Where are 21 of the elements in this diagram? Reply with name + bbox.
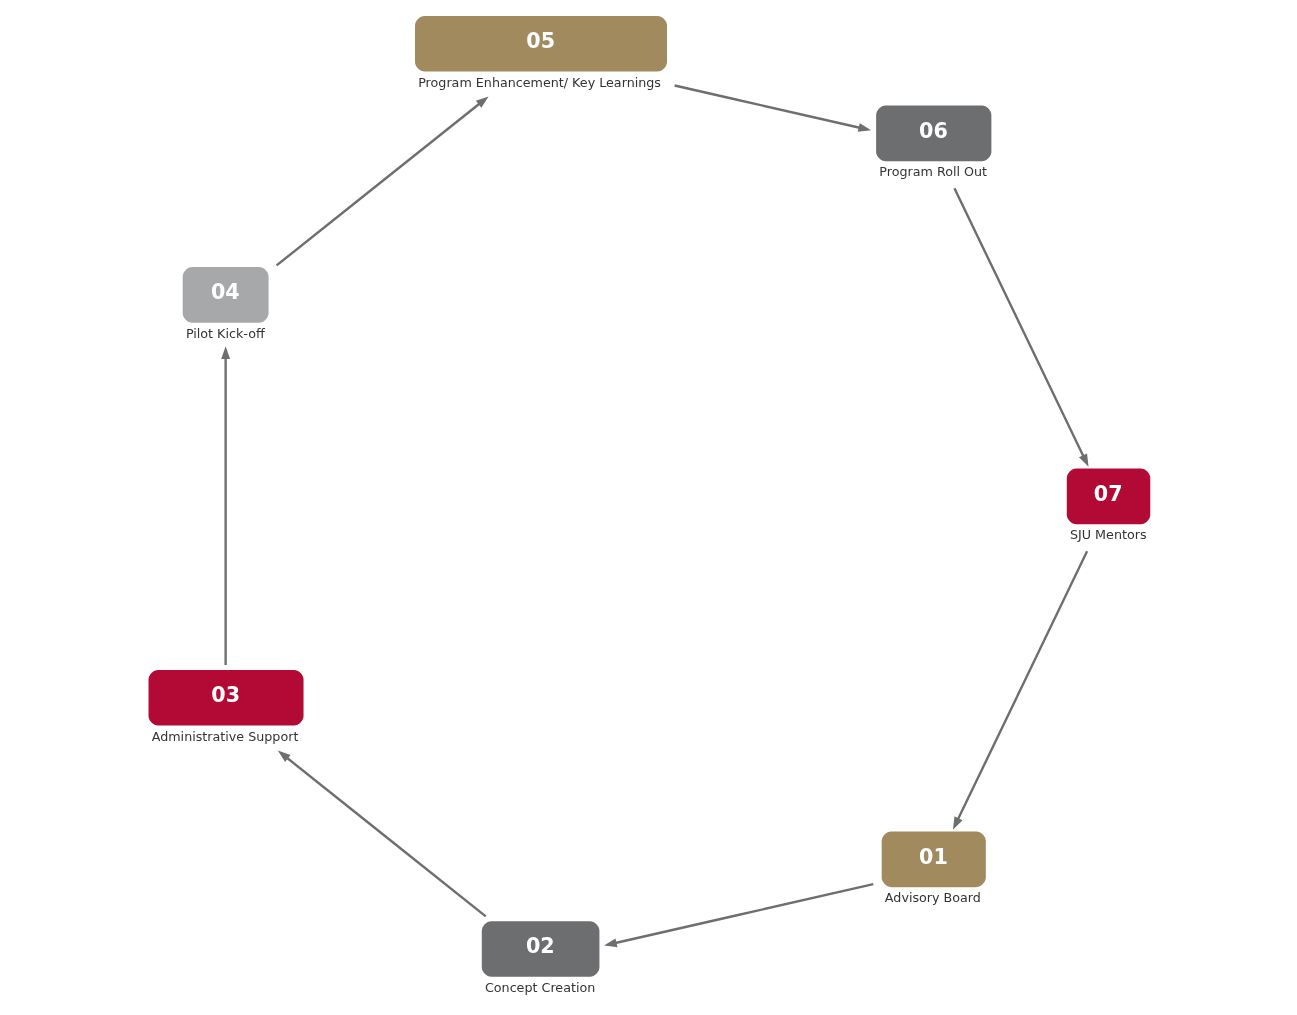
node-box: 05 (414, 15, 667, 72)
arrow (952, 550, 1088, 830)
arrow (673, 84, 871, 132)
arrow (952, 187, 1089, 467)
arrow (603, 883, 874, 948)
node-label: Program Roll Out (878, 164, 987, 180)
node-box: 03 (148, 669, 304, 726)
node-label: Pilot Kick-off (185, 325, 265, 341)
node-box: 07 (1066, 468, 1150, 525)
arrow (220, 346, 230, 666)
node-label: Advisory Board (884, 890, 981, 906)
node-label: Program Enhancement/ Key Learnings (417, 74, 661, 90)
arrow (277, 750, 486, 918)
node-box: 01 (881, 831, 986, 888)
node-label: Concept Creation (484, 979, 595, 995)
node-label: SJU Mentors (1069, 527, 1147, 543)
node-box: 02 (481, 921, 599, 977)
node-label: Administrative Support (151, 728, 298, 744)
node-box: 06 (875, 105, 991, 162)
node-box: 04 (182, 267, 269, 323)
arrow (275, 96, 489, 267)
